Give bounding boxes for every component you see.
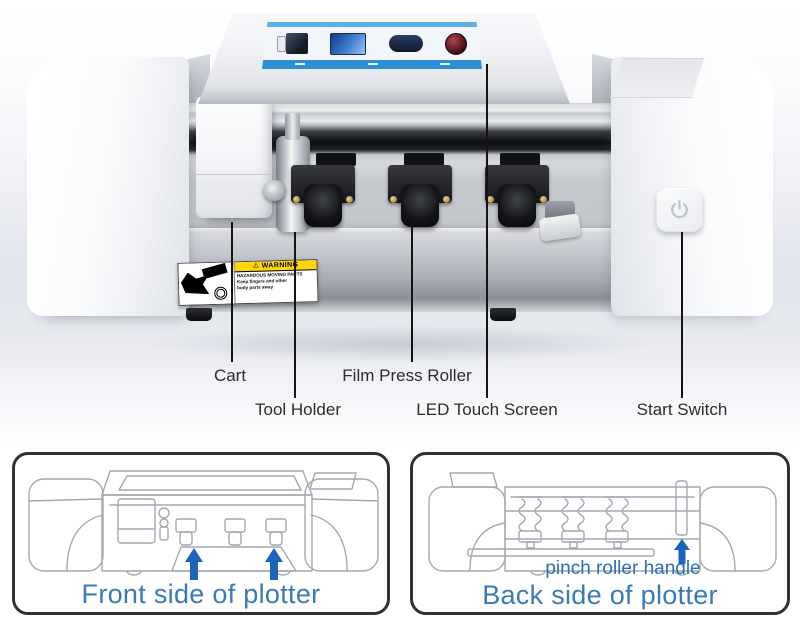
- front-diagram-drawing: [28, 470, 379, 580]
- machine-right-body: [611, 57, 773, 316]
- warning-pictogram: [178, 262, 236, 305]
- pictogram-gear: [214, 286, 228, 300]
- pinch-roller-handle-label: pinch roller handle: [545, 558, 701, 579]
- top-recess-panel: [610, 58, 704, 98]
- callout-label-cart: Cart: [213, 366, 247, 385]
- phone-icon: [277, 33, 308, 54]
- roller-wheel: [401, 184, 439, 227]
- cart: [196, 96, 272, 218]
- platform-slot: [316, 153, 356, 166]
- warning-lines: HAZARDOUS MOVING PARTS Keep fingers and …: [235, 270, 317, 291]
- product-photo: ⚠ WARNING HAZARDOUS MOVING PARTS Keep fi…: [0, 0, 800, 446]
- floor-reflection: [48, 318, 752, 370]
- control-panel: [198, 12, 570, 104]
- roller-screw: [443, 196, 450, 203]
- back-arrow: [674, 539, 690, 564]
- platform-slot: [500, 153, 540, 166]
- roller-screw: [540, 196, 547, 203]
- screen-icon-row: [262, 27, 482, 60]
- machine-foot: [490, 308, 516, 321]
- roller-screw: [487, 196, 494, 203]
- phone-icon-case: [277, 36, 286, 52]
- start-switch-button: [656, 188, 703, 232]
- phone-icon-body: [286, 33, 308, 54]
- warning-line: body parts away: [237, 284, 274, 291]
- screen-bottom-band: [262, 60, 482, 69]
- back-diagram-drawing: [428, 472, 777, 576]
- power-icon: [671, 200, 688, 219]
- roller-screw: [390, 196, 397, 203]
- machine-foot: [186, 308, 212, 321]
- camera-lens-icon: [444, 32, 467, 55]
- callout-label-film-press-roller: Film Press Roller: [342, 366, 472, 385]
- clamp-cap: [538, 213, 582, 242]
- tablet-icon: [330, 32, 367, 55]
- front-caption: Front side of plotter: [81, 579, 321, 609]
- platform-slot: [404, 153, 444, 166]
- warning-title-text: WARNING: [261, 261, 299, 270]
- callout-label-tool-holder: Tool Holder: [255, 400, 341, 419]
- callout-line-tool-holder: [294, 232, 296, 398]
- film-press-roller: [485, 163, 549, 229]
- warning-label: ⚠ WARNING HAZARDOUS MOVING PARTS Keep fi…: [177, 259, 319, 306]
- callout-line-film-press-roller: [411, 224, 413, 362]
- front-arrows: [185, 548, 283, 580]
- screen-top-band: [262, 22, 482, 27]
- film-press-roller: [291, 163, 355, 229]
- led-touch-screen: [262, 22, 482, 69]
- roller-wheel: [498, 184, 536, 227]
- watch-icon: [388, 35, 423, 52]
- film-press-roller: [388, 163, 452, 229]
- callout-label-start-switch: Start Switch: [636, 400, 728, 419]
- callout-line-start-switch: [681, 232, 683, 398]
- front-diagram-box: Front side of plotter: [12, 452, 390, 615]
- media-clamp-lever: [538, 201, 582, 243]
- roller-screw: [346, 196, 353, 203]
- machine-left-body: [27, 57, 189, 316]
- warning-triangle-icon: ⚠: [252, 262, 260, 270]
- callout-line-led-touch-screen: [486, 64, 488, 398]
- back-caption: Back side of plotter: [482, 580, 718, 610]
- callout-label-led-touch-screen: LED Touch Screen: [416, 400, 558, 419]
- callout-line-cart: [231, 222, 233, 362]
- warning-text: ⚠ WARNING HAZARDOUS MOVING PARTS Keep fi…: [234, 260, 317, 303]
- roller-wheel: [304, 184, 342, 227]
- back-diagram-box: pinch roller handle Back side of plotter: [410, 452, 790, 615]
- roller-screw: [293, 196, 300, 203]
